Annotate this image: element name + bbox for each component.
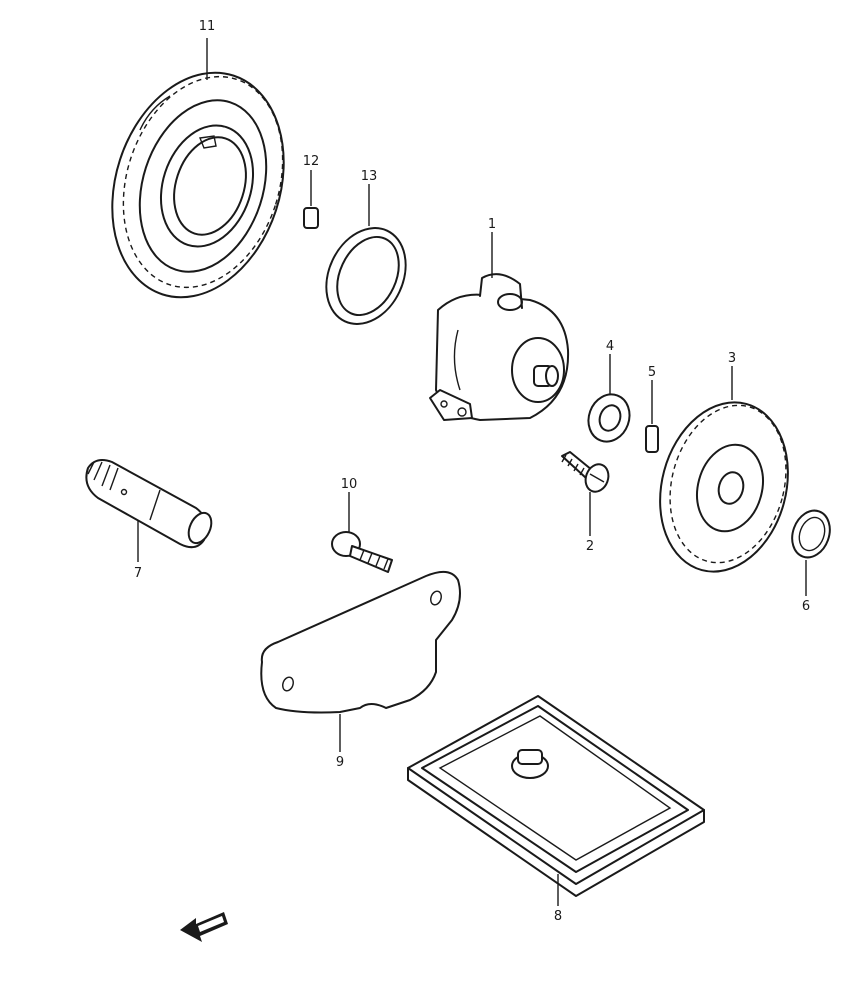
front-direction-arrow-icon: [180, 912, 228, 942]
part-10-bolt: [331, 492, 393, 573]
label-11: 11: [199, 19, 216, 34]
part-12-pin: [303, 170, 319, 229]
label-10: 10: [341, 477, 358, 492]
part-3-gear: [659, 366, 789, 573]
part-5-pin: [645, 380, 659, 453]
part-8-strainer: [407, 695, 705, 906]
label-2: 2: [586, 539, 594, 554]
part-1-pump-body: [429, 232, 570, 421]
label-5: 5: [648, 365, 656, 380]
part-11-gear: [111, 71, 285, 299]
label-3: 3: [728, 351, 736, 366]
label-9: 9: [336, 755, 344, 770]
part-6-snap-ring: [791, 509, 831, 596]
part-9-gasket: [260, 570, 461, 752]
part-4-washer: [587, 354, 631, 443]
label-6: 6: [802, 599, 810, 614]
label-4: 4: [606, 339, 614, 354]
part-2-screw: [561, 451, 610, 536]
label-13: 13: [361, 169, 378, 184]
label-8: 8: [554, 909, 562, 924]
label-7: 7: [134, 566, 142, 581]
label-12: 12: [303, 154, 320, 169]
part-7-fitting: [85, 459, 213, 562]
part-13-circlip: [325, 184, 407, 325]
label-1: 1: [488, 217, 496, 232]
